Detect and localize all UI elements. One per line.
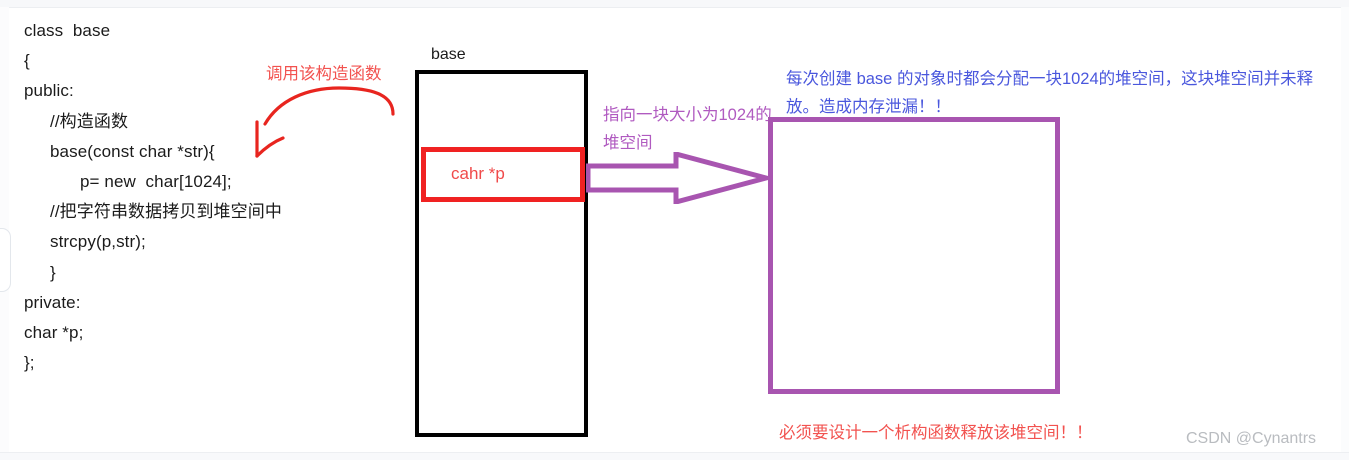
code-line: class base xyxy=(24,21,111,40)
memory-leak-note: 每次创建 base 的对象时都会分配一块1024的堆空间，这块堆空间并未释放。造… xyxy=(786,70,1314,116)
code-line: }; xyxy=(24,353,35,373)
heap-memory-box xyxy=(768,117,1060,394)
code-line: char *p; xyxy=(24,323,84,343)
code-line: private: xyxy=(24,292,81,312)
code-line: base(const char *str){ xyxy=(50,141,215,161)
page-frame-bottom xyxy=(0,452,1349,460)
heap-pointer-arrow-icon xyxy=(586,152,770,204)
page-frame-right xyxy=(1341,7,1349,452)
destructor-required-note: 必须要设计一个析构函数释放该堆空间！！ xyxy=(779,424,1093,442)
hand-drawn-arrow-icon xyxy=(255,86,395,158)
pointer-member-label: cahr *p xyxy=(451,164,505,183)
code-line: public: xyxy=(24,81,74,101)
pointer-member-slot xyxy=(421,147,585,202)
code-line: } xyxy=(50,262,56,282)
code-line: //把字符串数据拷贝到堆空间中 xyxy=(50,202,282,222)
object-box-label: base xyxy=(431,46,466,63)
csdn-watermark: CSDN @Cynantrs xyxy=(1186,430,1317,447)
code-line: { xyxy=(24,51,30,71)
code-listing: class base { public: //构造函数 base(const char … xyxy=(24,16,424,378)
object-box xyxy=(415,70,588,437)
code-line: p= new char[1024]; xyxy=(80,172,232,192)
page-edge-notch xyxy=(0,228,11,292)
constructor-call-note: 调用该构造函数 xyxy=(266,65,382,83)
code-line: strcpy(p,str); xyxy=(50,232,146,252)
pointer-note-text: 指向一块大小为1024的堆空间 xyxy=(603,106,772,152)
page-frame-top xyxy=(0,0,1349,8)
code-line: //构造函数 xyxy=(50,111,129,131)
